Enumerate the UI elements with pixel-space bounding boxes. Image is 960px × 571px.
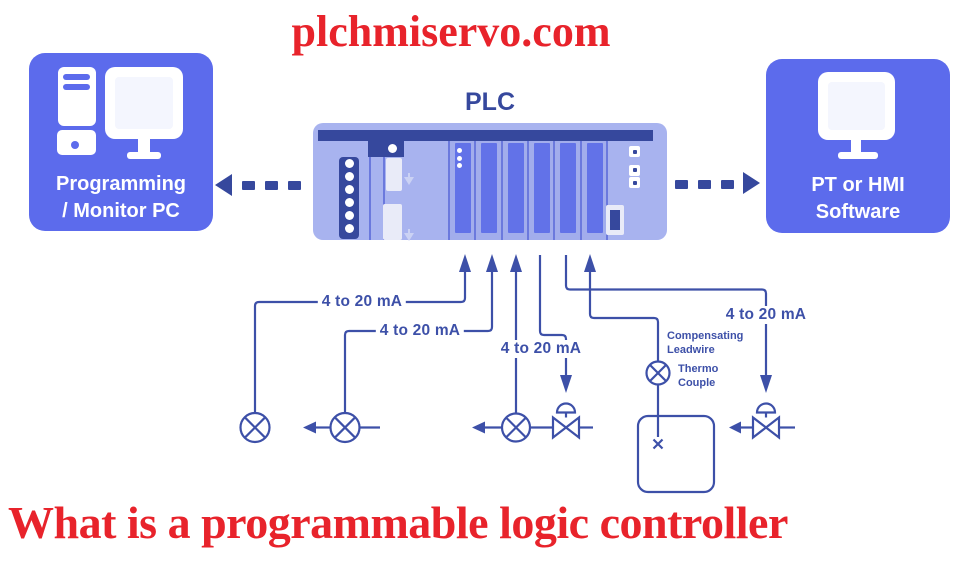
compensating-leadwire-label: Compensating bbox=[667, 330, 744, 342]
plc-led bbox=[629, 177, 640, 188]
signal-line-thermocouple bbox=[588, 270, 660, 362]
compensating-leadwire-label2: Leadwire bbox=[667, 343, 715, 356]
plc-rack bbox=[313, 123, 667, 241]
transmitter-symbol-1 bbox=[239, 411, 271, 444]
pc-tower-vent bbox=[63, 74, 90, 80]
plc-mount-tab bbox=[368, 141, 404, 157]
monitor-screen bbox=[115, 77, 173, 129]
left-arrowhead-icon bbox=[729, 421, 741, 434]
left-arrowhead-icon bbox=[472, 421, 485, 434]
signal-line-output2 bbox=[564, 255, 768, 375]
plc-port bbox=[606, 205, 624, 235]
hmi-software-label: PT or HMI Software bbox=[811, 174, 905, 223]
pc-tower-vent bbox=[63, 84, 90, 90]
down-arrow-icon bbox=[404, 229, 414, 241]
plc-module-slot bbox=[553, 141, 579, 240]
plc-module-slot bbox=[500, 141, 527, 240]
plc-module-slot bbox=[579, 141, 606, 240]
signal-label-input1: 4 to 20 mA bbox=[317, 293, 407, 311]
programming-pc-node: Programming / Monitor PC bbox=[29, 53, 213, 231]
up-arrowhead-icon bbox=[510, 254, 522, 272]
down-arrow-icon bbox=[404, 173, 414, 185]
programming-pc-label: Programming / Monitor PC bbox=[55, 173, 187, 222]
up-arrowhead-icon bbox=[459, 254, 471, 272]
signal-label-output1: 4 to 20 mA bbox=[496, 340, 586, 358]
plc-module-slot bbox=[474, 141, 500, 240]
signal-label-output2: 4 to 20 mA bbox=[721, 306, 811, 324]
down-arrowhead-icon bbox=[760, 375, 772, 393]
monitor-stand bbox=[851, 140, 861, 152]
monitor-stand bbox=[138, 139, 150, 152]
thermocouple-label2: Couple bbox=[678, 376, 716, 389]
pc-power-dot bbox=[71, 141, 79, 149]
signal-line-input2 bbox=[343, 270, 494, 413]
up-arrowhead-icon bbox=[584, 254, 596, 272]
plc-module-slot bbox=[448, 141, 474, 240]
left-arrowhead-icon bbox=[303, 421, 316, 434]
site-title: plchmiservo.com bbox=[291, 7, 611, 56]
page-heading: What is a programmable logic controller bbox=[8, 497, 788, 548]
arrowhead-left-icon bbox=[215, 174, 232, 196]
arrowhead-right-icon bbox=[743, 172, 760, 194]
monitor-base bbox=[127, 152, 161, 159]
plc-latch bbox=[383, 204, 402, 240]
hmi-software-node: PT or HMI Software bbox=[766, 59, 950, 233]
signal-label-input2: 4 to 20 mA bbox=[375, 322, 465, 340]
plc-top-rail bbox=[318, 130, 653, 141]
signal-line-output1 bbox=[538, 255, 568, 375]
plc-led bbox=[629, 164, 640, 176]
up-arrowhead-icon bbox=[486, 254, 498, 272]
thermocouple-symbol bbox=[645, 360, 671, 450]
plc-title: PLC bbox=[465, 88, 515, 116]
plc-terminal-block bbox=[339, 157, 359, 239]
process-vessel-symbol bbox=[636, 414, 716, 494]
transmitter-symbol-3 bbox=[485, 412, 553, 443]
monitor-icon bbox=[105, 67, 183, 139]
thermocouple-label: Thermo bbox=[678, 362, 719, 375]
control-valve-symbol-1 bbox=[551, 402, 593, 440]
plc-module-slot bbox=[526, 141, 553, 240]
plc-led bbox=[629, 146, 640, 157]
monitor-base bbox=[838, 152, 878, 159]
plc-screw-dot bbox=[388, 144, 397, 153]
transmitter-symbol-2 bbox=[316, 411, 380, 444]
plc-module-zone bbox=[448, 141, 608, 240]
plc-latch bbox=[386, 158, 402, 191]
plc-divider bbox=[369, 157, 371, 240]
control-valve-symbol-2 bbox=[741, 402, 795, 440]
signal-line-input1 bbox=[253, 270, 467, 413]
plc-divider bbox=[383, 157, 385, 240]
field-wiring-diagram bbox=[239, 254, 795, 494]
monitor-screen bbox=[828, 82, 885, 130]
down-arrowhead-icon bbox=[560, 375, 572, 393]
